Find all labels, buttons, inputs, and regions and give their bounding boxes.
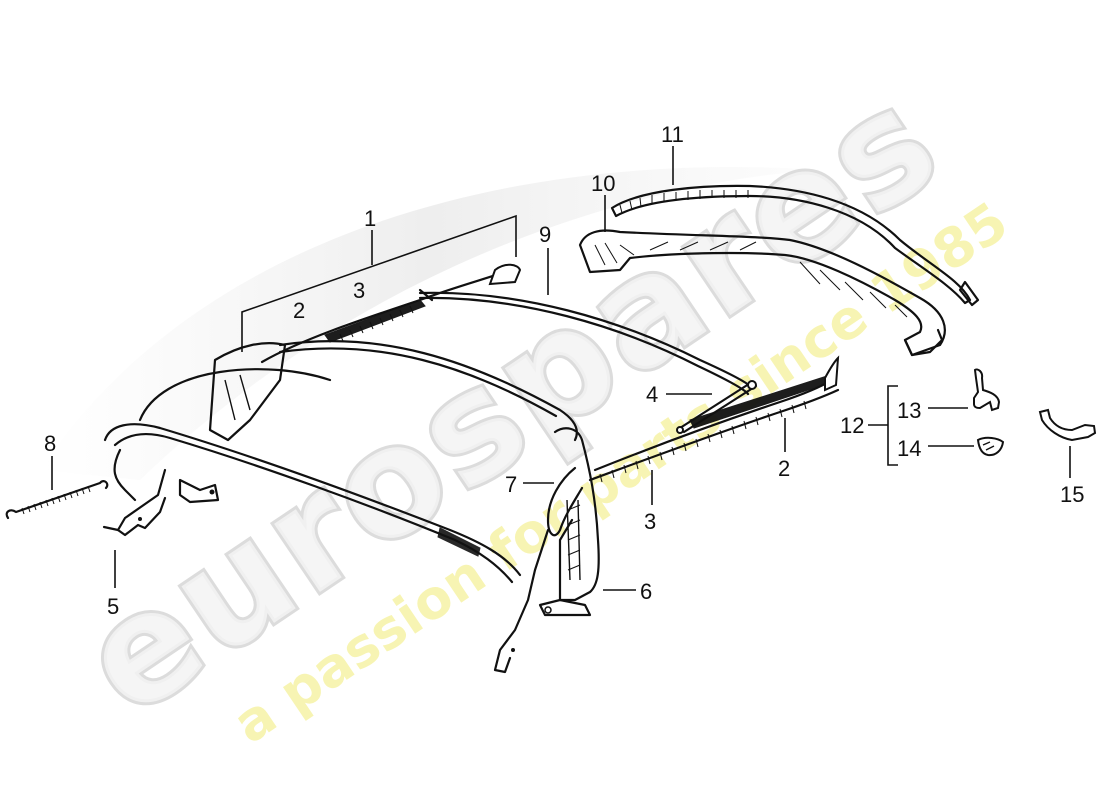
callout-1: 1 [364, 206, 376, 231]
part-2-3-side-rail-right[interactable] [588, 355, 840, 483]
callout-11: 11 [661, 122, 684, 147]
leader-lines [51, 146, 1071, 591]
callout-8: 8 [44, 431, 56, 456]
part-4-strut[interactable] [676, 380, 758, 434]
watermark-swoosh [40, 167, 820, 480]
part-11-seal-strip[interactable] [610, 184, 980, 307]
part-7-link[interactable] [493, 466, 584, 674]
callout-10: 10 [591, 171, 615, 196]
part-9-frame-bow[interactable] [103, 291, 754, 584]
callout-13: 13 [897, 398, 921, 423]
callout-7: 7 [505, 472, 517, 497]
callout-4: 4 [646, 382, 658, 407]
callout-15: 15 [1060, 482, 1084, 507]
callout-2-right: 2 [778, 456, 790, 481]
callout-3-group: 3 [353, 278, 365, 303]
part-13-latch-hook[interactable] [973, 368, 1001, 412]
callout-14: 14 [897, 436, 921, 461]
callout-labels: 1 2 3 9 10 11 4 2 3 7 6 8 5 12 13 14 15 [44, 122, 1084, 619]
part-2-3-side-rail-left[interactable] [260, 263, 522, 364]
callout-12: 12 [840, 413, 864, 438]
callout-9: 9 [539, 222, 551, 247]
part-8-spring[interactable] [5, 480, 109, 520]
callout-2-group: 2 [293, 298, 305, 323]
left-hinge-assembly[interactable] [178, 342, 287, 504]
callout-6: 6 [640, 579, 652, 604]
callout-5: 5 [107, 594, 119, 619]
callout-3-right: 3 [644, 509, 656, 534]
part-5-lever[interactable] [102, 468, 167, 537]
part-14-latch-cap[interactable] [976, 436, 1005, 457]
part-15-handle-bracket[interactable] [1038, 408, 1097, 442]
part-10-padded-bow[interactable] [578, 229, 946, 357]
